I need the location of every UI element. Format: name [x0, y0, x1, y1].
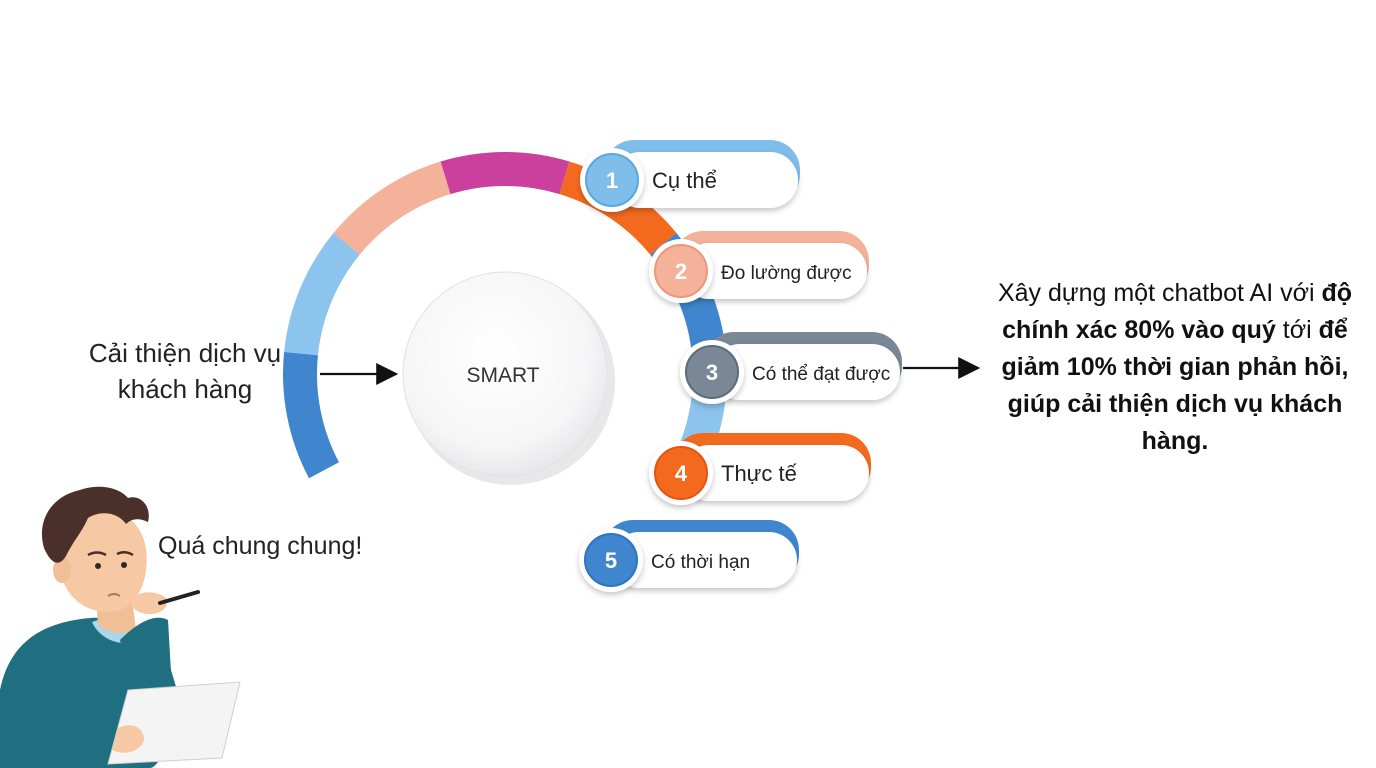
step-badge	[685, 345, 739, 399]
arc-segment	[440, 152, 570, 195]
smart-label: SMART	[466, 364, 539, 387]
result-text: Xây dựng một chatbot AI với độ chính xác…	[990, 275, 1360, 460]
step-number: 3	[706, 360, 718, 385]
thought-text: Quá chung chung!	[158, 532, 363, 560]
step-badge	[654, 244, 708, 298]
step-pill	[712, 344, 900, 400]
step-item-1: 1 Cụ thể	[580, 140, 800, 212]
step-item-4: 4 Thực tế	[649, 433, 871, 505]
step-pill	[681, 445, 869, 501]
smart-circle: SMART	[402, 271, 615, 485]
thinking-person-icon	[0, 486, 241, 768]
goal-line-2: khách hàng	[117, 374, 253, 404]
step-item-2: 2 Đo lường được	[649, 231, 869, 303]
step-label: Có thể đạt được	[752, 364, 890, 385]
step-badge	[585, 153, 639, 207]
step-label: Thực tế	[721, 461, 797, 486]
step-badge	[654, 446, 708, 500]
step-label: Đo lường được	[721, 263, 852, 284]
step-badge	[584, 533, 638, 587]
step-item-3: 3 Có thể đạt được	[680, 332, 902, 404]
step-number: 4	[675, 461, 688, 486]
goal-text: Cải thiện dịch vụ khách hàng	[40, 335, 330, 407]
arc-segment	[333, 161, 451, 255]
step-pill	[612, 152, 798, 208]
step-label: Có thời hạn	[651, 552, 750, 573]
result-part-4: để giảm 10% thời gian phản hồi, giúp cải…	[1001, 316, 1349, 455]
arc-segment	[283, 351, 340, 479]
step-item-5: 5 Có thời hạn	[579, 520, 799, 592]
step-pill	[611, 532, 797, 588]
step-pill	[681, 243, 867, 299]
step-number: 5	[605, 548, 617, 573]
arc-segment	[284, 233, 360, 356]
step-number: 1	[606, 168, 618, 193]
result-part-2: độ chính xác 80% vào quý	[1002, 279, 1353, 344]
result-part-3: tới	[1275, 316, 1319, 344]
result-part-1: Xây dựng một chatbot AI với	[997, 279, 1322, 307]
goal-line-1: Cải thiện dịch vụ	[88, 338, 282, 368]
step-label: Cụ thể	[652, 168, 717, 193]
step-number: 2	[675, 259, 687, 284]
